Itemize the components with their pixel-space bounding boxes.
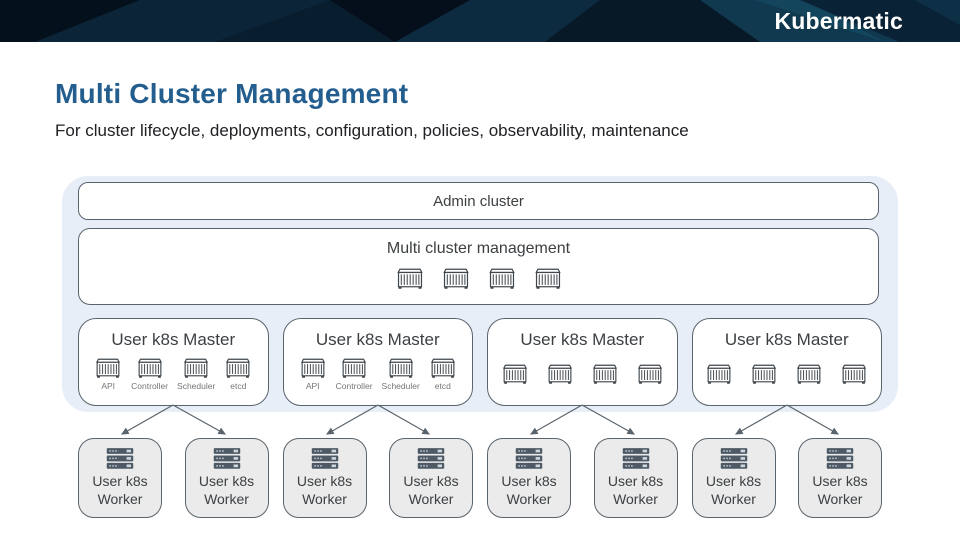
server-icon	[212, 447, 242, 470]
master-component: Scheduler	[382, 356, 420, 391]
container-icon	[501, 362, 529, 386]
master-component: etcd	[429, 356, 457, 391]
mcm-label: Multi cluster management	[386, 240, 571, 257]
server-icon	[105, 447, 135, 470]
multi-cluster-management-box: Multi cluster management	[78, 228, 879, 305]
page-title: Multi Cluster Management	[55, 78, 409, 109]
master-component: API	[299, 356, 327, 391]
server-icon	[825, 447, 855, 470]
container-icon	[591, 362, 619, 386]
component-label: Controller	[131, 381, 169, 391]
master-title: User k8s Master	[111, 330, 236, 349]
component-label: API	[101, 381, 116, 391]
kubermatic-logo: Kubermatic	[774, 8, 903, 34]
component-label: Controller	[335, 381, 373, 391]
component-label: Scheduler	[177, 381, 216, 391]
masters-row: User k8s Master API Controller Scheduler…	[78, 318, 882, 406]
admin-cluster-label: Admin cluster	[433, 192, 524, 210]
container-icon	[182, 356, 210, 380]
master-components: API Controller Scheduler etcd	[94, 356, 252, 391]
master-title: User k8s Master	[315, 330, 440, 349]
user-k8s-master-box: User k8s Master API Controller Scheduler…	[282, 318, 473, 406]
container-icon	[387, 356, 415, 380]
page-subtitle: For cluster lifecycle, deployments, conf…	[55, 121, 689, 140]
container-icon	[840, 362, 868, 386]
container-icon	[299, 356, 327, 380]
container-icon	[750, 362, 778, 386]
container-icon	[441, 266, 471, 291]
master-component: Controller	[131, 356, 168, 391]
container-icon	[395, 266, 425, 291]
server-icon	[621, 447, 651, 470]
master-component: Scheduler	[177, 356, 215, 391]
container-icon	[546, 362, 574, 386]
master-components	[501, 362, 664, 386]
container-icon	[705, 362, 733, 386]
component-label: Scheduler	[381, 381, 420, 391]
component-label: etcd	[230, 381, 247, 391]
server-icon	[719, 447, 749, 470]
container-icon	[136, 356, 164, 380]
server-icon	[514, 447, 544, 470]
container-icon	[533, 266, 563, 291]
container-icon	[340, 356, 368, 380]
container-icon	[636, 362, 664, 386]
server-icon	[416, 447, 446, 470]
master-component: API	[94, 356, 122, 391]
user-k8s-master-box: User k8s Master	[487, 318, 678, 406]
master-components: API Controller Scheduler etcd	[299, 356, 457, 391]
user-k8s-master-box: User k8s Master	[691, 318, 882, 406]
header-polygon-art	[0, 0, 960, 42]
master-components	[705, 362, 868, 386]
admin-cluster-box: Admin cluster	[78, 182, 879, 220]
user-k8s-master-box: User k8s Master API Controller Scheduler…	[78, 318, 269, 406]
master-title: User k8s Master	[724, 330, 849, 349]
mcm-icon-row	[395, 266, 563, 291]
container-icon	[224, 356, 252, 380]
master-component: Controller	[336, 356, 373, 391]
master-component: etcd	[224, 356, 252, 391]
master-title: User k8s Master	[520, 330, 645, 349]
master-worker-arrows	[120, 404, 840, 435]
container-icon	[429, 356, 457, 380]
component-label: API	[305, 381, 320, 391]
server-icon	[310, 447, 340, 470]
component-label: etcd	[434, 381, 451, 391]
container-icon	[795, 362, 823, 386]
header-bar: Kubermatic	[0, 0, 960, 42]
container-icon	[94, 356, 122, 380]
container-icon	[487, 266, 517, 291]
